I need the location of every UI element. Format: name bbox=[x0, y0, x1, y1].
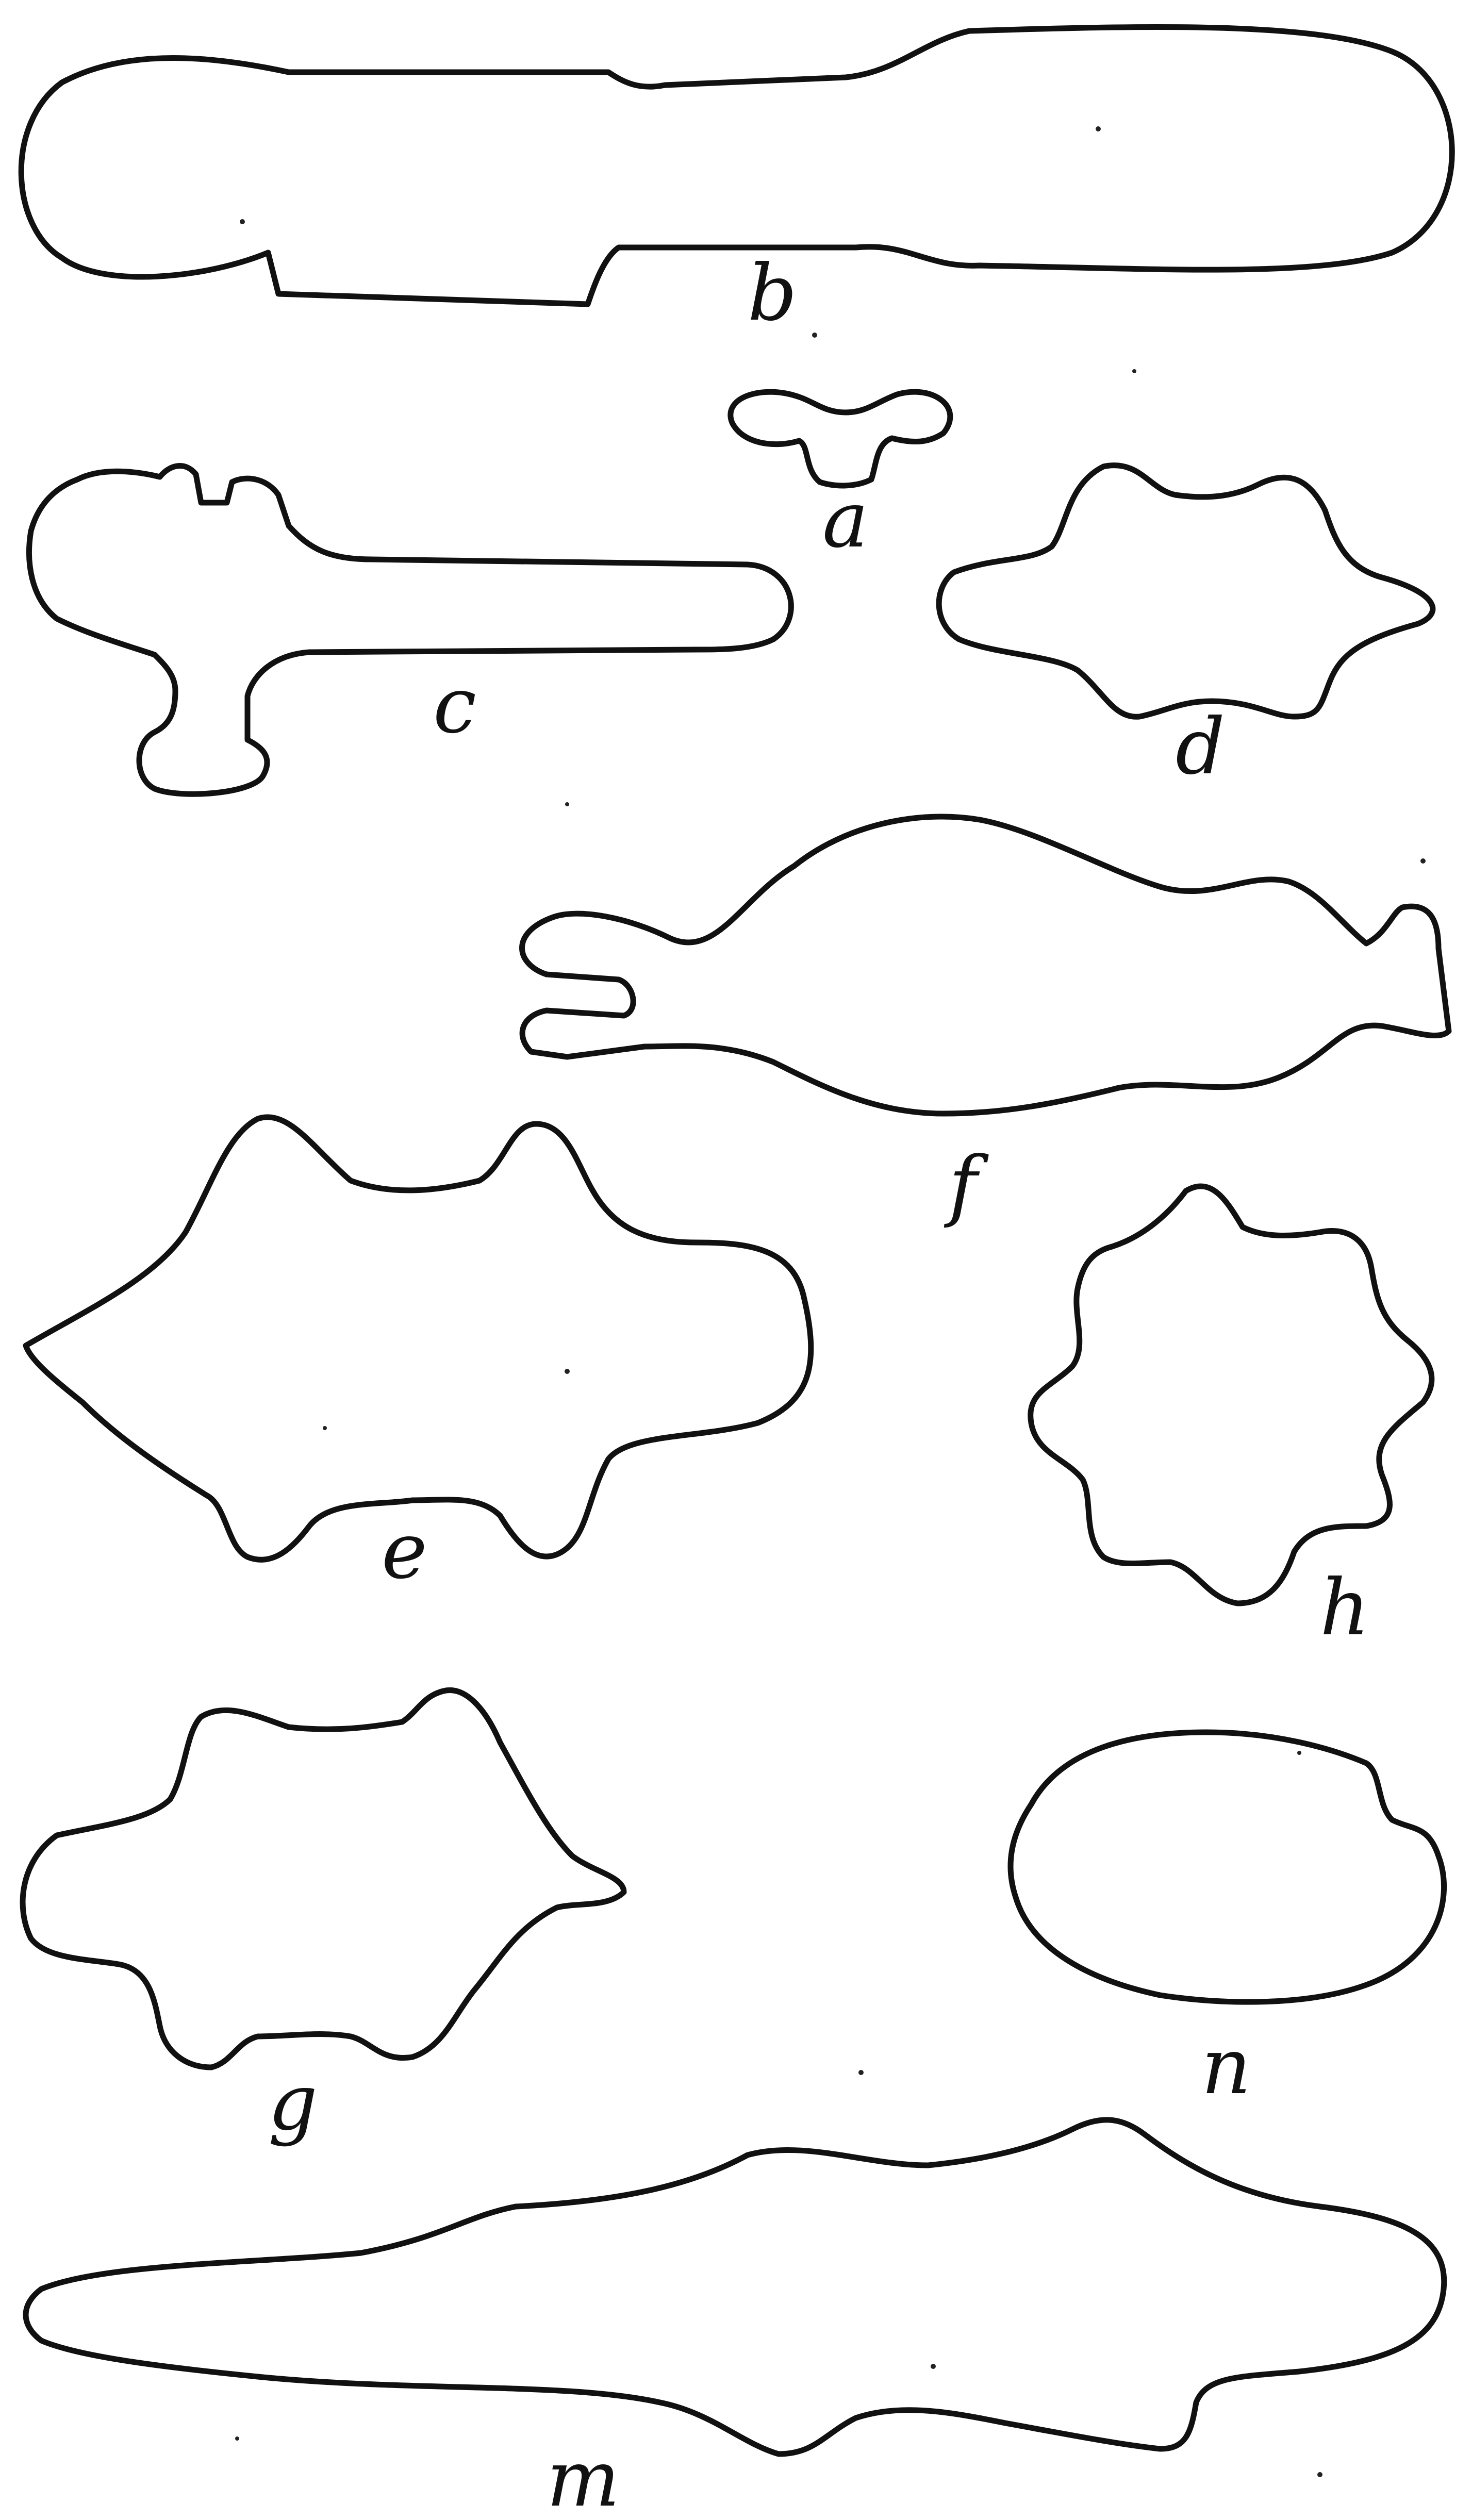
figure-e-outline bbox=[26, 1117, 811, 1560]
figure-a-label: a bbox=[822, 475, 868, 565]
figure-d-outline bbox=[939, 466, 1433, 717]
figure-m: m bbox=[26, 2120, 1444, 2520]
figure-e-label: e bbox=[382, 1506, 427, 1596]
figure-n-label: n bbox=[1201, 2022, 1251, 2112]
figure-a-outline bbox=[731, 392, 950, 486]
figure-h-outline bbox=[1031, 1186, 1432, 1603]
figure-h-label: h bbox=[1320, 1563, 1370, 1653]
figure-g-outline bbox=[23, 1690, 624, 2067]
figure-a: a bbox=[731, 392, 950, 565]
figure-n: n bbox=[1011, 1732, 1444, 2112]
figure-b-outline bbox=[21, 27, 1452, 304]
figure-b-label: b bbox=[748, 248, 797, 338]
figure-e: e bbox=[26, 1117, 811, 1596]
figure-m-label: m bbox=[547, 2434, 620, 2520]
figure-c: c bbox=[29, 466, 791, 794]
figure-d: d bbox=[939, 466, 1433, 792]
figure-h: h bbox=[1031, 1186, 1432, 1653]
figure-m-outline bbox=[26, 2120, 1444, 2454]
figure-b: b bbox=[21, 27, 1452, 338]
figure-c-outline bbox=[29, 466, 791, 794]
figure-n-outline bbox=[1011, 1732, 1444, 2002]
figure-f-outline bbox=[522, 817, 1449, 1114]
figure-c-label: c bbox=[433, 661, 476, 751]
figure-f-label: f bbox=[944, 1140, 989, 1230]
figure-f: f bbox=[522, 817, 1449, 1230]
figure-g-label: g bbox=[268, 2058, 318, 2148]
figure-g: g bbox=[23, 1690, 624, 2148]
figure-d-label: d bbox=[1176, 702, 1225, 792]
